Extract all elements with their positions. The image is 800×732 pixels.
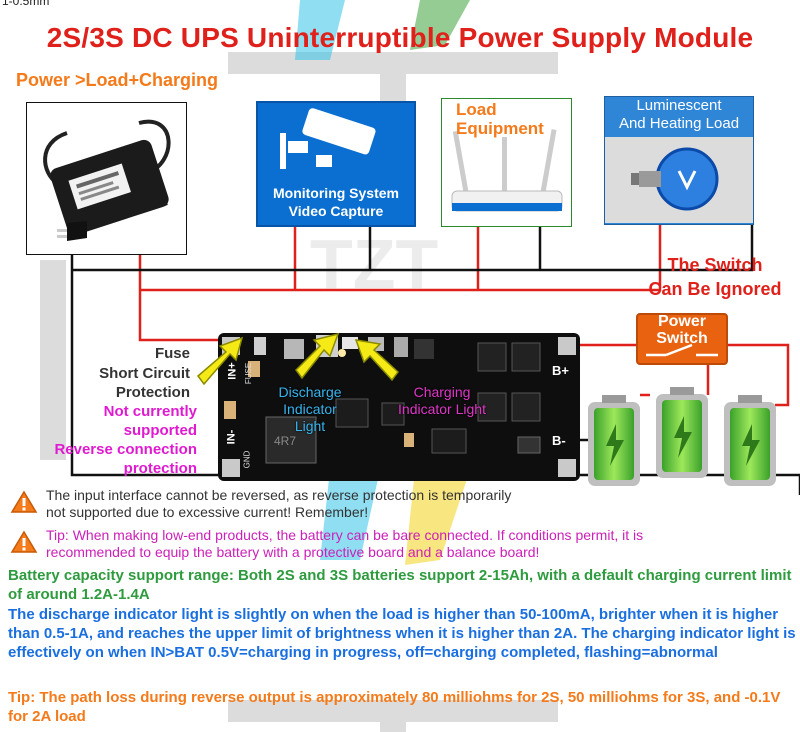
router-icon <box>451 129 563 212</box>
not-supported-label: Not currently supported <box>40 402 197 440</box>
reverse-connection-label: Reverse connection protection <box>20 440 197 478</box>
board-b-minus: B- <box>552 433 566 448</box>
arrow-fuse-icon <box>196 336 244 386</box>
monitoring-label: Monitoring System Video Capture <box>256 184 416 220</box>
battery-icon-3 <box>724 395 776 486</box>
light-bulb-icon <box>605 137 753 223</box>
warning-icon <box>10 490 38 513</box>
switch-symbol-icon <box>646 343 718 357</box>
short-circuit-label: Short Circuit Protection <box>60 364 190 402</box>
charging-line2: Indicator Light <box>398 401 486 417</box>
power-label: Power >Load+Charging <box>16 70 219 90</box>
switch-note: The Switch Can Be Ignored <box>630 253 800 301</box>
short-circuit-line1: Short Circuit <box>99 365 190 382</box>
svg-text:4R7: 4R7 <box>274 434 296 448</box>
power-adapter-box <box>26 102 187 255</box>
luminescent-label: Luminescent And Heating Load <box>604 97 754 133</box>
reverse-connection-line2: protection <box>123 460 197 477</box>
ups-pcb-board: 4R7 IN+ FUSE IN- GND B+ B- <box>218 333 580 481</box>
charging-indicator-label: Charging Indicator Light <box>388 384 496 418</box>
short-circuit-line2: Protection <box>115 384 190 401</box>
not-supported-line1: Not currently <box>103 403 197 420</box>
power-switch-box <box>636 313 728 365</box>
reverse-connection-line1: Reverse connection <box>54 441 197 458</box>
power-adapter-icon <box>43 119 171 241</box>
load-equipment-box <box>441 98 572 227</box>
monitoring-system-box <box>256 101 416 227</box>
arrow-discharge-icon <box>295 332 340 380</box>
cctv-camera-icon <box>280 108 376 169</box>
power-switch-label: Power Switch <box>636 313 728 347</box>
board-b-plus: B+ <box>552 363 569 378</box>
battery-icon-1 <box>588 395 640 486</box>
pcb-components: 4R7 <box>222 335 576 477</box>
indicator-light-info: The discharge indicator light is slightl… <box>8 606 796 661</box>
load-equipment-line2: Equipment <box>456 119 544 138</box>
top-partial-text: 1-0.5mm <box>2 0 50 8</box>
load-equipment-line1: Load <box>456 100 497 119</box>
not-supported-line2: supported <box>123 422 197 439</box>
discharge-line1: Discharge <box>278 384 342 400</box>
luminescent-line2: And Heating Load <box>618 115 740 132</box>
warning-text-2: Tip: When making low-end products, the b… <box>46 527 644 560</box>
switch-note-line1: The Switch <box>667 255 763 275</box>
charging-line1: Charging <box>413 384 471 400</box>
path-loss-tip: Tip: The path loss during reverse output… <box>8 689 781 725</box>
discharge-indicator-label: Discharge Indicator Light <box>268 384 352 435</box>
page-title: 2S/3S DC UPS Uninterruptible Power Suppl… <box>46 22 754 53</box>
battery-capacity-info: Battery capacity support range: Both 2S … <box>8 567 792 603</box>
warning-text-1: The input interface cannot be reversed, … <box>46 487 512 520</box>
switch-note-line2: Can Be Ignored <box>648 279 782 299</box>
luminescent-load-box <box>604 96 754 225</box>
monitoring-line2: Video Capture <box>288 203 384 219</box>
discharge-line2: Indicator Light <box>283 401 337 434</box>
load-equipment-label: Load Equipment <box>456 100 544 138</box>
warning-icon <box>10 530 38 553</box>
arrow-charging-icon <box>354 339 400 382</box>
luminescent-line1: Luminescent <box>636 97 722 114</box>
power-switch-line2: Switch <box>656 330 708 347</box>
battery-icon-2 <box>656 387 708 478</box>
power-switch-line1: Power <box>657 313 706 330</box>
fuse-label: Fuse <box>154 345 190 362</box>
monitoring-line1: Monitoring System <box>272 185 399 201</box>
